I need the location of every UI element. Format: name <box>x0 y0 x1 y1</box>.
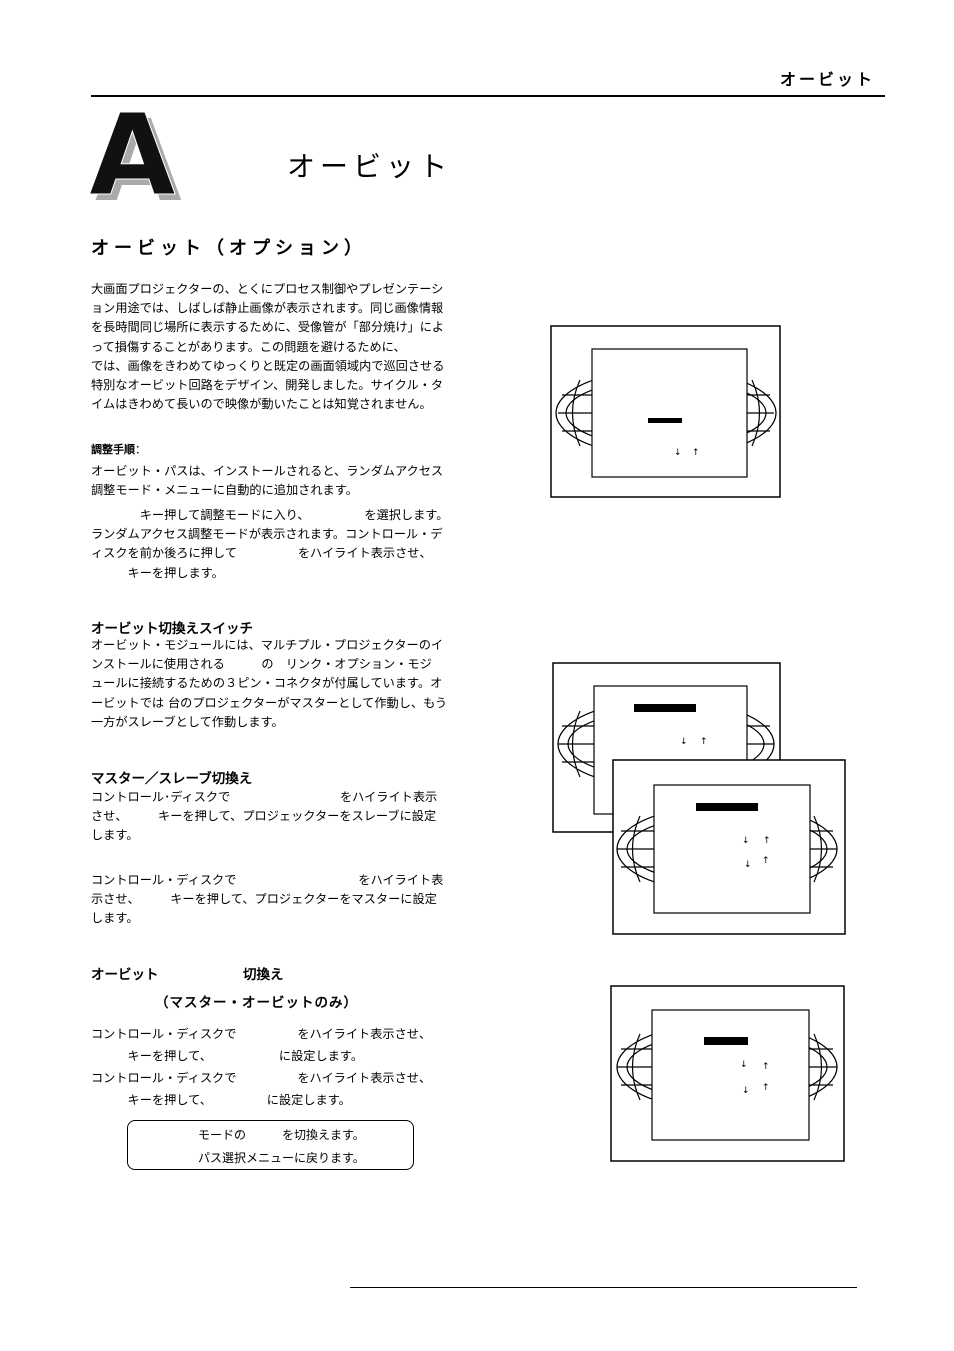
orbit-switch-title-right: 切換え <box>243 967 284 983</box>
arrow-down-icon: ↓ <box>674 448 682 458</box>
switch-line: ュールに接続するための３ピン・コネクタが付属しています。オ <box>91 676 443 691</box>
menu-window <box>651 1009 810 1141</box>
arrow-up-icon: ↑ <box>762 1062 770 1072</box>
arrow-down-icon: ↓ <box>680 737 688 747</box>
note-line-2: パス選択メニューに戻ります。 <box>198 1151 365 1165</box>
menu-screen-illustration-4: ↓ ↑ ↓ ↑ <box>610 985 845 1162</box>
highlight-bar <box>696 803 758 811</box>
procedure-line: キー押して調整モードに入り、 を選択します。 <box>91 508 449 522</box>
orbit-switch-line: キーを押して、 に設定します。 <box>91 1049 364 1063</box>
switch-line: 一方がスレーブとして作動します。 <box>91 714 284 729</box>
menu-screen-illustration-3: ↓ ↑ ↓ ↑ <box>612 759 846 935</box>
arrow-down-icon: ↓ <box>740 1060 748 1070</box>
note-line-1: モードの を切換えます。 <box>198 1128 365 1142</box>
header-rule <box>91 95 885 97</box>
intro-paragraph: 大画面プロジェクターの、とくにプロセス制御やプレゼンテーシ ョン用途では、しばし… <box>91 280 475 414</box>
intro-line: って損傷することがあります。この問題を避けるために、 <box>91 339 406 354</box>
master-slave-paragraph-2: コントロール・ディスクで をハイライト表 示させ、 キーを押して、プロジェクター… <box>91 871 475 929</box>
orbit-switch-subtitle: （マスター・オービットのみ） <box>155 995 358 1011</box>
master-slave-line: コントロール･ディスクで をハイライト表示 <box>91 790 438 804</box>
intro-line: 大画面プロジェクターの、とくにプロセス制御やプレゼンテーシ <box>91 282 444 296</box>
intro-line: では、画像をきわめてゆっくりと既定の画面領域内で巡回させる <box>91 358 445 373</box>
section-title: オービット（オプション） <box>91 238 367 259</box>
chapter-letter-shadow: A <box>95 104 182 204</box>
highlight-bar <box>704 1037 748 1045</box>
footer-rule <box>350 1287 857 1288</box>
menu-screen-illustration-1: ↓ ↑ <box>550 325 781 498</box>
switch-line: ービットでは 台のプロジェクターがマスターとして作動し、もう <box>91 695 448 710</box>
highlight-bar <box>648 418 682 423</box>
chapter-letter-fill: A <box>89 104 176 204</box>
procedure-line: キーを押します。 <box>91 565 224 580</box>
procedure-line: ランダムアクセス調整モードが表示されます。コントロール・デ <box>91 527 443 542</box>
arrow-up-icon: ↑ <box>700 737 708 747</box>
intro-line: ョン用途では、しばしば静止画像が表示されます。同じ画像情報 <box>91 301 444 316</box>
chapter-title: オービット <box>287 150 453 183</box>
master-slave-line: 示させ、 キーを押して、プロジェクターをマスターに設定 <box>91 892 437 907</box>
arrow-up-icon: ↑ <box>763 836 771 846</box>
orbit-switch-paragraph: コントロール・ディスクで をハイライト表示させ、 キーを押して、 に設定します。… <box>91 1023 475 1111</box>
note-box: モードの を切換えます。 パス選択メニューに戻ります。 <box>127 1120 414 1170</box>
procedure-line: ィスクを前か後ろに押して をハイライト表示させ、 <box>91 546 432 561</box>
intro-line: を長時間同じ場所に表示するために、受像管が「部分焼け」によ <box>91 320 445 335</box>
arrow-down-left-icon: ↓ <box>744 860 752 870</box>
master-slave-line: させ、 キーを押して、プロジェックターをスレーブに設定 <box>91 809 437 824</box>
highlight-bar <box>634 704 696 712</box>
arrow-up-right-icon: ↑ <box>762 1083 770 1093</box>
master-slave-line: コントロール・ディスクで をハイライト表 <box>91 873 444 887</box>
master-slave-title: マスター／スレーブ切換え <box>91 771 253 787</box>
orbit-switch-line: キーを押して、 に設定します。 <box>91 1093 351 1107</box>
orbit-switch-line: コントロール・ディスクで をハイライト表示させ、 <box>91 1027 432 1041</box>
switch-line: ンストールに使用される の リンク・オプション・モジ <box>91 657 432 672</box>
arrow-up-right-icon: ↑ <box>762 856 770 866</box>
procedure-line: オービット・パスは、インストールされると、ランダムアクセス <box>91 464 444 478</box>
procedure-heading: 調整手順： <box>91 443 146 456</box>
master-slave-paragraph-1: コントロール･ディスクで をハイライト表示 させ、 キーを押して、プロジェックタ… <box>91 788 475 846</box>
intro-line: 特別なオービット回路をデザイン、開発しました。サイクル・タ <box>91 378 444 393</box>
switch-section-title: オービット切換えスイッチ <box>91 621 253 637</box>
switch-paragraph: オービット・モジュールには、マルチプル・プロジェクターのイ ンストールに使用され… <box>91 636 475 732</box>
arrow-down-left-icon: ↓ <box>742 1086 750 1096</box>
orbit-switch-line: コントロール・ディスクで をハイライト表示させ、 <box>91 1071 432 1085</box>
switch-line: オービット・モジュールには、マルチプル・プロジェクターのイ <box>91 638 444 652</box>
procedure-line: 調整モード・メニューに自動的に追加されます。 <box>91 483 358 498</box>
intro-line: イムはきわめて長いので映像が動いたことは知覚されません。 <box>91 397 432 412</box>
master-slave-line: します。 <box>91 911 139 926</box>
procedure-paragraph-1: オービット・パスは、インストールされると、ランダムアクセス 調整モード・メニュー… <box>91 462 475 500</box>
arrow-up-icon: ↑ <box>692 448 700 458</box>
procedure-paragraph-2: キー押して調整モードに入り、 を選択します。 ランダムアクセス調整モードが表示さ… <box>91 506 475 583</box>
orbit-switch-title-left: オービット <box>91 967 159 983</box>
arrow-down-icon: ↓ <box>742 836 750 846</box>
running-header: オービット <box>780 70 876 89</box>
master-slave-line: します。 <box>91 828 139 843</box>
chapter-letter: A A <box>89 104 183 204</box>
menu-window <box>591 348 748 478</box>
